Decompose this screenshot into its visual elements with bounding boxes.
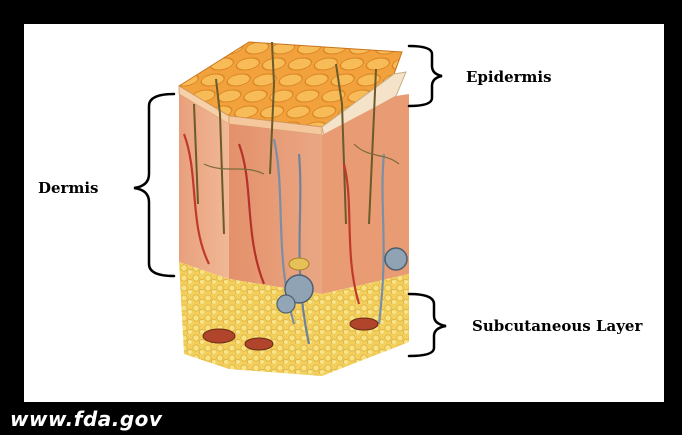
skin-cross-section-illustration [24, 24, 664, 402]
subcutaneous-layer-label: Subcutaneous Layer [472, 317, 642, 335]
diagram-panel: Epidermis Dermis Subcutaneous Layer [24, 24, 664, 402]
dermis-label: Dermis [38, 179, 98, 197]
source-credit: www.fda.gov [10, 407, 162, 431]
subcutaneous-bracket [409, 294, 446, 356]
epidermis-label: Epidermis [466, 68, 552, 86]
dermis-bracket [134, 94, 174, 276]
epidermis-bracket [409, 46, 442, 106]
subcutaneous-fat-left [179, 262, 229, 369]
